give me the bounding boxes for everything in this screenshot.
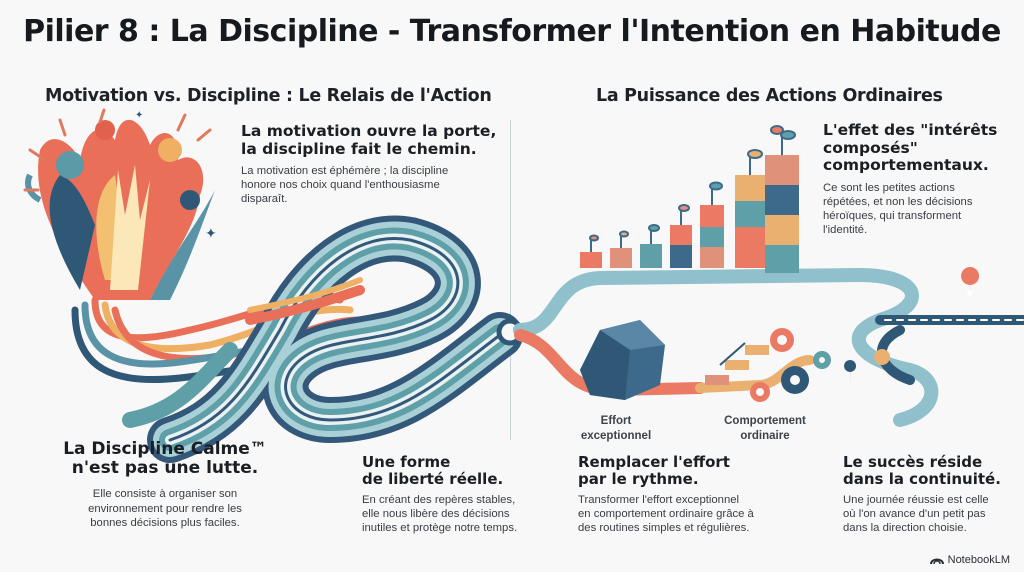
center-divider (510, 120, 511, 440)
comportement-ordinaire-caption: Comportement ordinaire (724, 415, 806, 442)
compound-effect-block: L'effet des "intérêts composés" comporte… (823, 121, 1018, 237)
left-section-heading: Motivation vs. Discipline : Le Relais de… (45, 86, 492, 106)
rhythm-title-line1: Remplacer l'effort (578, 453, 730, 471)
calm-discipline-body-line3: bonnes décisions plus faciles. (90, 516, 240, 529)
calm-discipline-body-line2: environnement pour rendre les (88, 502, 242, 515)
motivation-body-line1: La motivation est éphémère ; la discipli… (241, 165, 449, 177)
calm-discipline-title-line2: n'est pas une lutte. (71, 458, 259, 479)
rhythm-body-line2: en comportement ordinaire grâce à (578, 507, 754, 520)
compound-title-line1: L'effet des "intérêts (823, 121, 998, 139)
compound-body-line2: répétées, et non les décisions (823, 195, 973, 208)
continuity-title-line1: Le succès réside (843, 453, 983, 471)
block-tower-icon (580, 155, 799, 273)
boulder-icon (580, 320, 665, 400)
motivation-body-line2: honore nos choix quand l'enthousiasme (241, 179, 440, 192)
calm-discipline-block: La Discipline Calme™ n'est pas une lutte… (45, 439, 285, 530)
notebooklm-logo-icon (929, 558, 944, 565)
continuity-body-line2: où l'on avance d'un petit pas (843, 507, 986, 520)
sprout-icon (589, 125, 796, 252)
calm-discipline-body-line1: Elle consiste à organiser son (92, 488, 238, 501)
freedom-body-line3: inutiles et protège notre temps. (362, 522, 518, 535)
discipline-ribbon (122, 215, 523, 463)
motivation-body-line3: disparaît. (241, 193, 288, 206)
motivation-title-line1: La motivation ouvre la porte, (241, 122, 497, 140)
svg-text:✦: ✦ (135, 110, 143, 121)
motivation-title-line2: la discipline fait le chemin. (241, 139, 477, 158)
right-section-heading: La Puissance des Actions Ordinaires (596, 86, 943, 106)
freedom-block: Une forme de liberté réelle. En créant d… (362, 454, 522, 535)
rhythm-title-line2: par le rythme. (578, 469, 699, 488)
continuity-body-line3: dans la direction choisie. (843, 522, 967, 535)
explosion-icon: ✦ ✦ (23, 108, 217, 300)
continuity-title-line2: dans la continuité. (843, 469, 1001, 488)
brand-label: NotebookLM (947, 554, 1010, 566)
compound-body-line3: héroïques, qui transforment (823, 209, 962, 222)
continuity-block: Le succès réside dans la continuité. Une… (843, 454, 1018, 535)
steps (705, 342, 769, 385)
freedom-body-line2: elle nous libère des décisions (362, 507, 510, 520)
location-pin-icon (844, 267, 980, 385)
rhythm-body-line1: Transformer l'effort exceptionnel (578, 493, 740, 506)
calm-discipline-title-line1: La Discipline Calme™ (63, 439, 267, 459)
freedom-title-line1: Une forme (362, 453, 451, 471)
compound-title-line3: comportementaux. (823, 156, 989, 174)
motivation-block: La motivation ouvre la porte, la discipl… (241, 122, 501, 206)
page-title: Pilier 8 : La Discipline - Transformer l… (23, 14, 1001, 49)
freedom-body-line1: En créant des repères stables, (362, 493, 516, 506)
rhythm-block: Remplacer l'effort par le rythme. Transf… (578, 454, 788, 535)
effort-exceptionnel-caption: Effort exceptionnel (580, 415, 652, 442)
compound-title-line2: composés" (823, 138, 918, 157)
compound-body-line4: l'identité. (823, 223, 868, 236)
gears-icon (750, 328, 831, 402)
rhythm-body-line3: des routines simples et régulières. (578, 522, 750, 535)
continuity-body-line1: Une journée réussie est celle (843, 493, 989, 506)
compound-body-line1: Ce sont les petites actions (823, 181, 955, 194)
brand-badge: NotebookLM (929, 554, 1010, 566)
svg-text:✦: ✦ (205, 226, 217, 242)
freedom-title-line2: de liberté réelle. (362, 469, 504, 488)
